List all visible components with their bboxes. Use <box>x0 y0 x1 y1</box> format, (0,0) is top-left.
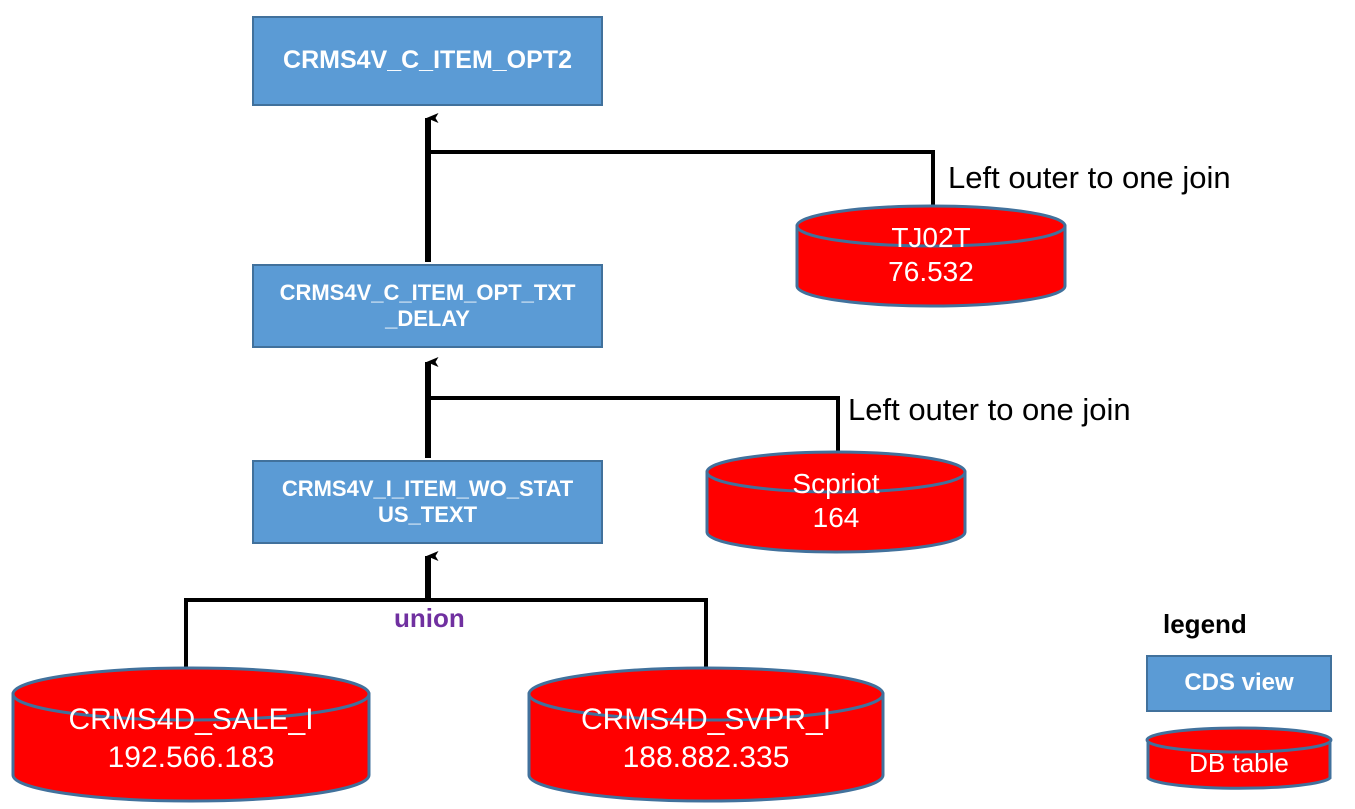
cds-view-crms4v-i-item-wo-status-text[interactable]: CRMS4V_I_ITEM_WO_STAT US_TEXT <box>252 460 603 544</box>
legend-title: legend <box>1163 609 1247 639</box>
connector-label-join-middle: Left outer to one join <box>848 392 1131 427</box>
cds-view-crms4v-c-item-opt-txt-delay[interactable]: CRMS4V_C_ITEM_OPT_TXT _DELAY <box>252 264 603 348</box>
db-table-scpriot[interactable]: Scpriot 164 <box>705 450 967 554</box>
cds-view-label-line-2: _DELAY <box>385 306 470 331</box>
cylinder-shape <box>527 666 885 803</box>
connector-label-join-top: Left outer to one join <box>948 160 1231 195</box>
cds-view-label: CRMS4V_C_ITEM_OPT_TXT _DELAY <box>280 280 576 331</box>
legend-swatch-cds-view: CDS view <box>1146 655 1332 712</box>
legend-cds-label: CDS view <box>1184 669 1294 697</box>
cylinder-shape <box>795 204 1067 308</box>
cylinder-shape <box>11 666 371 803</box>
connector-label-union: union <box>394 603 465 633</box>
cds-view-crms4v-c-item-opt2[interactable]: CRMS4V_C_ITEM_OPT2 <box>252 16 603 106</box>
db-table-tj02t[interactable]: TJ02T 76.532 <box>795 204 1067 308</box>
db-table-crms4d-svpr-i[interactable]: CRMS4D_SVPR_I 188.882.335 <box>527 666 885 803</box>
cds-view-label-line-2: US_TEXT <box>377 502 478 527</box>
cds-view-label: CRMS4V_I_ITEM_WO_STAT US_TEXT <box>282 476 573 527</box>
cds-view-label-line-1: CRMS4V_C_ITEM_OPT_TXT <box>279 280 576 306</box>
cylinder-shape <box>705 450 967 554</box>
legend-swatch-db-table: DB table <box>1145 726 1333 792</box>
cds-view-label: CRMS4V_C_ITEM_OPT2 <box>283 46 572 75</box>
cds-view-label-line-1: CRMS4V_I_ITEM_WO_STAT <box>281 476 574 502</box>
cylinder-shape <box>1145 726 1333 790</box>
db-table-crms4d-sale-i[interactable]: CRMS4D_SALE_I 192.566.183 <box>11 666 371 803</box>
